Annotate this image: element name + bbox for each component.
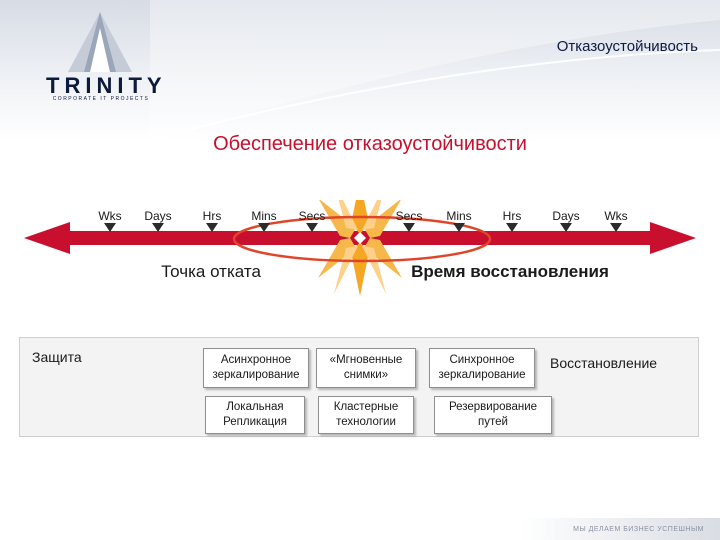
event-burst-icon [318,200,402,296]
tick-label-left-secs: Secs [298,209,326,223]
tick-marker-left-mins [258,223,270,232]
tick-label-right-mins: Mins [446,209,472,223]
main-title: Обеспечение отказоустойчивости [213,133,527,155]
trinity-logo-icon [68,12,132,72]
tick-marker-left-days [152,223,164,232]
tick-marker-left-secs [306,223,318,232]
async-mirroring-box: Асинхронное зеркалирование [203,348,309,388]
header-title: Отказоустойчивость [556,38,698,55]
tick-marker-left-wks [104,223,116,232]
recovery-time-label: Время восстановления [411,262,609,281]
cluster-technologies-box: Кластерные технологии [318,396,414,434]
tick-label-left-days: Days [144,209,172,223]
recovery-label: Восстановление [550,355,658,371]
tick-label-right-secs: Secs [395,209,423,223]
tick-marker-right-secs [403,223,415,232]
footer-slogan: МЫ ДЕЛАЕМ БИЗНЕС УСПЕШНЫМ [573,526,704,533]
logo-tagline: CORPORATE IT PROJECTS [52,96,150,102]
snapshots-box: «Мгновенные снимки» [316,348,416,388]
path-redundancy-box: Резервирование путей [434,396,552,434]
tick-label-right-hrs: Hrs [502,209,522,223]
logo-wordmark: TRINITY [46,73,167,98]
tick-marker-right-wks [610,223,622,232]
tick-label-left-hrs: Hrs [202,209,222,223]
tick-marker-left-hrs [206,223,218,232]
rollback-point-label: Точка отката [161,262,261,281]
sync-mirroring-box: Синхронное зеркалирование [429,348,535,388]
local-replication-box: Локальная Репликация [205,396,305,434]
tick-marker-right-mins [453,223,465,232]
tick-label-right-wks: Wks [604,209,628,223]
timeline-graphic [24,200,696,296]
tick-marker-right-hrs [506,223,518,232]
tick-label-right-days: Days [552,209,580,223]
protection-label: Защита [32,349,82,365]
tick-marker-right-days [560,223,572,232]
tick-label-left-mins: Mins [251,209,277,223]
tick-markers [104,223,622,232]
header-swoosh [150,0,720,140]
footer-bar [520,518,720,540]
tick-label-left-wks: Wks [98,209,122,223]
highlight-ellipse [232,215,492,263]
